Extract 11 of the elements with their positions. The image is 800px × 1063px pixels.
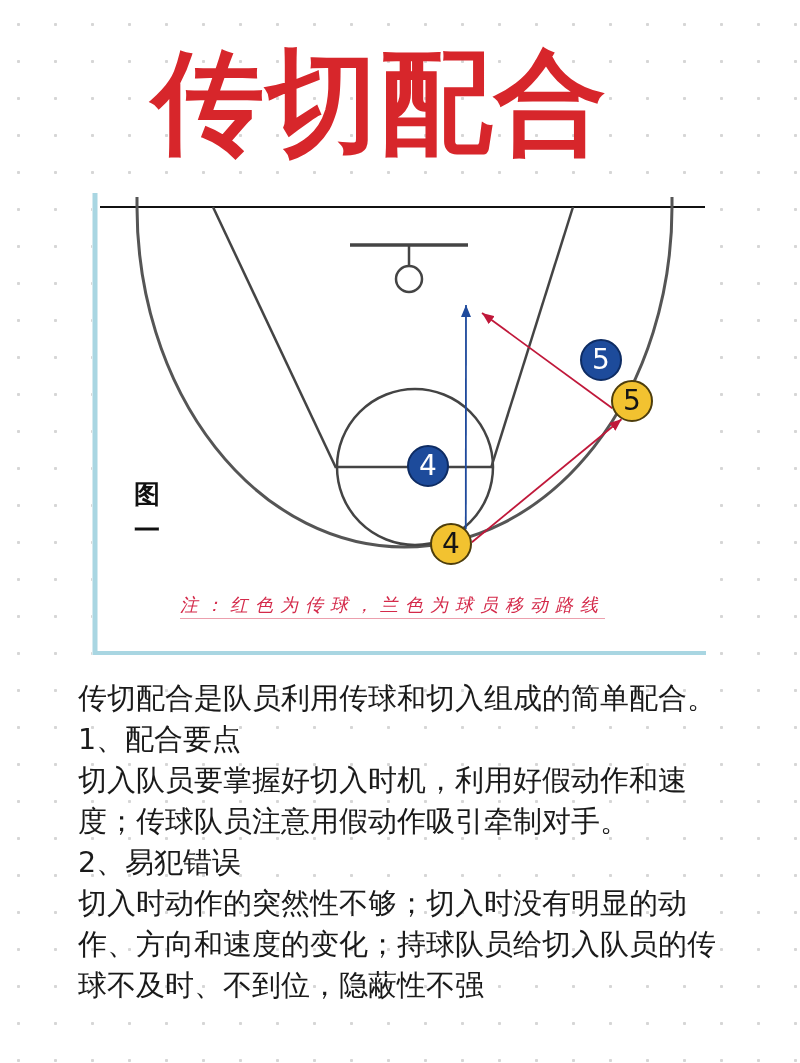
title: 传切配合	[0, 36, 760, 168]
intro-paragraph: 传切配合是队员利用传球和切入组成的简单配合。	[78, 681, 717, 717]
section-heading: 1、配合要点	[78, 722, 243, 758]
arrow	[461, 304, 471, 531]
note-text: 注：红色为传球，兰色为球员移动路线	[180, 592, 605, 619]
body-paragraph: 切入队员要掌握好切入时机，利用好假动作和速度；传球队员注意用假动作吸引牵制对手。	[78, 763, 688, 840]
figure-label: 图一	[133, 478, 161, 547]
body-paragraph: 切入时动作的突然性不够；切入时没有明显的动作、方向和速度的变化；持球队员给切入队员的传球不及时、不到位，隐蔽性不强	[78, 886, 717, 1004]
arrow	[481, 312, 614, 410]
section-heading: 2、易犯错误	[78, 845, 243, 881]
arrow	[471, 418, 623, 544]
